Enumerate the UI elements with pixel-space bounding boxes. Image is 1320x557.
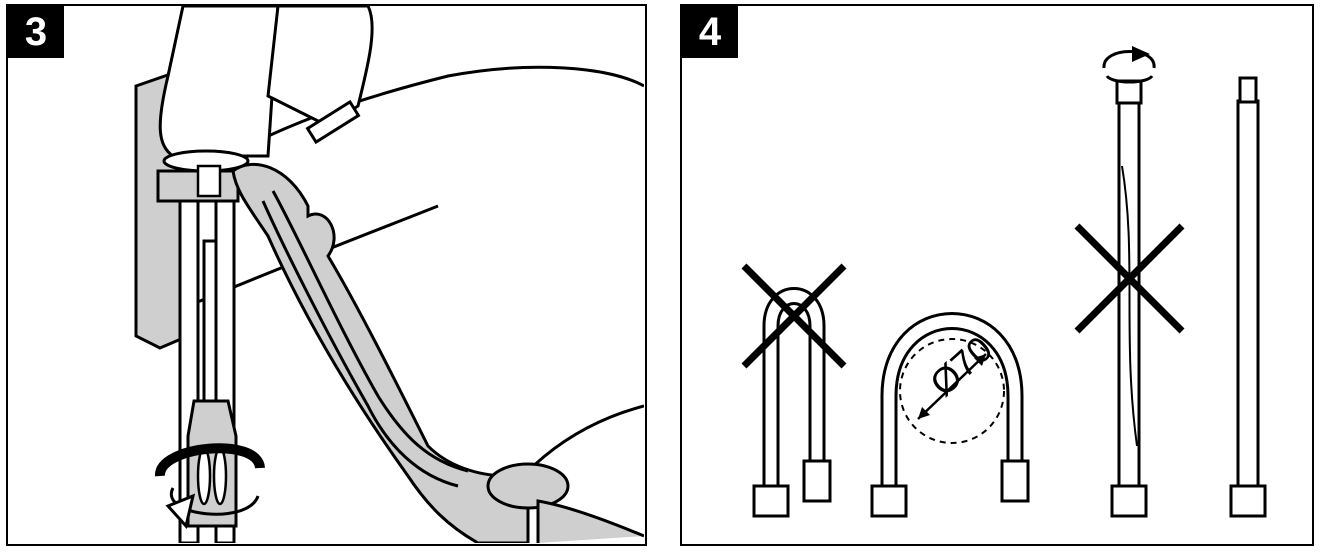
threaded-stud: [196, 164, 222, 198]
spanner-icon: [231, 162, 530, 543]
spanner-end: [486, 462, 570, 510]
rotate-arrow-icon: [1102, 46, 1156, 84]
step-4-illustration: Ø70: [741, 46, 1267, 518]
cross-mark-icon: [1074, 223, 1185, 334]
cross-mark-icon: [741, 263, 847, 369]
faucet-body: [158, 6, 280, 158]
step-4-panel: 4 Ø70: [680, 4, 1314, 546]
lever-tip: [305, 99, 361, 145]
faucet-lever: [266, 6, 374, 128]
diameter-label: Ø70: [922, 328, 1000, 404]
rotate-arrow-icon: [155, 443, 265, 530]
screwdriver-icon: [186, 239, 238, 528]
step-3-illustration: [134, 6, 644, 543]
hose-straight: [1229, 76, 1267, 518]
hose-twisted: [1110, 79, 1148, 518]
hose-tight-bend: [752, 287, 832, 518]
step-3-badge: 3: [8, 6, 64, 58]
step-3-panel: 3: [6, 4, 647, 546]
hose-correct-bend: [870, 312, 1030, 518]
step-4-badge: 4: [682, 6, 738, 58]
